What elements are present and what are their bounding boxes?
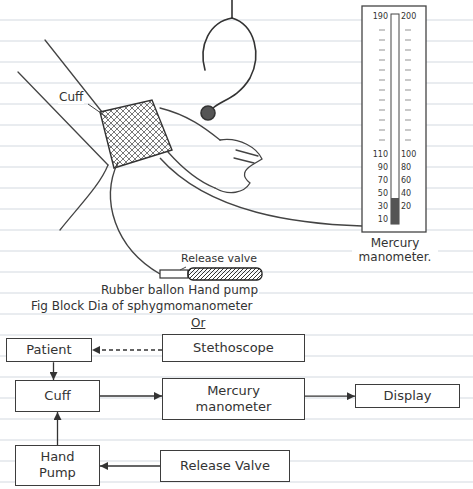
release-valve-drawing [160,270,188,278]
note-text: Or [190,316,206,330]
manometer-drawing [362,6,426,232]
hand-pump-drawing [188,268,262,280]
mercury-column [391,198,399,224]
chest-piece [201,106,215,120]
finger-lines [234,150,258,163]
scale-number: 100 [401,150,422,160]
flow-arrow [53,362,54,380]
hand [215,139,262,192]
output-box: Display [355,384,460,408]
upper-arm [45,40,102,112]
patient-box: Patient [6,338,92,362]
node-text: Release Valve [180,458,270,474]
node-text: Patient [26,342,71,358]
scale-number: 40 [401,189,422,199]
scale-number: 10 [367,215,388,225]
scale-ticks [379,30,411,140]
rubber-tubes [111,158,362,274]
process-box: Mercury manometer [162,378,305,420]
tube [111,162,160,274]
upper-arm [18,72,108,165]
glass-tube [391,14,399,224]
stethoscope-drawing [201,0,256,120]
scale-number: 60 [401,176,422,186]
leader-line [88,104,108,118]
flow-arrow [92,349,162,350]
flow-arrow [305,395,355,396]
node-text: Stethoscope [193,340,274,356]
node-text: Cuff [44,388,70,404]
scale-number: 200 [401,12,422,22]
flow-arrow [100,395,162,396]
process-box: Hand Pump [15,445,100,486]
scale-number: 110 [367,150,388,160]
flow-arrow [100,465,160,466]
stethoscope-tube [213,18,256,108]
process-box: Release Valve [160,450,290,482]
node-text: Display [384,388,432,404]
process-box: Cuff [15,380,100,412]
part-label: Rubber ballon Hand pump [100,283,259,297]
process-box: Stethoscope [162,334,305,362]
figure-caption: Fig Block Dia of sphygmomanometer [30,299,254,313]
scale-number: 70 [367,176,388,186]
cuff-drawing [100,100,172,168]
part-label: Mercury manometer. [352,236,438,265]
flow-arrow [57,412,58,445]
elbow [60,165,108,230]
manometer-case [362,6,426,232]
scale-number: 80 [401,163,422,173]
tube [160,158,362,226]
node-text: Mercury manometer [169,383,298,416]
scale-number: 20 [401,202,422,212]
forearm [168,152,215,188]
scale-number: 30 [367,202,388,212]
stethoscope-tube [203,18,232,70]
part-label: Release valve [180,252,258,265]
leader-line [180,267,186,270]
node-text: Hand Pump [22,449,93,482]
scale-number: 190 [367,12,388,22]
scale-number: 50 [367,189,388,199]
stethoscope-tube [231,0,233,18]
part-label: Cuff [58,90,84,104]
scale-number: 90 [367,163,388,173]
